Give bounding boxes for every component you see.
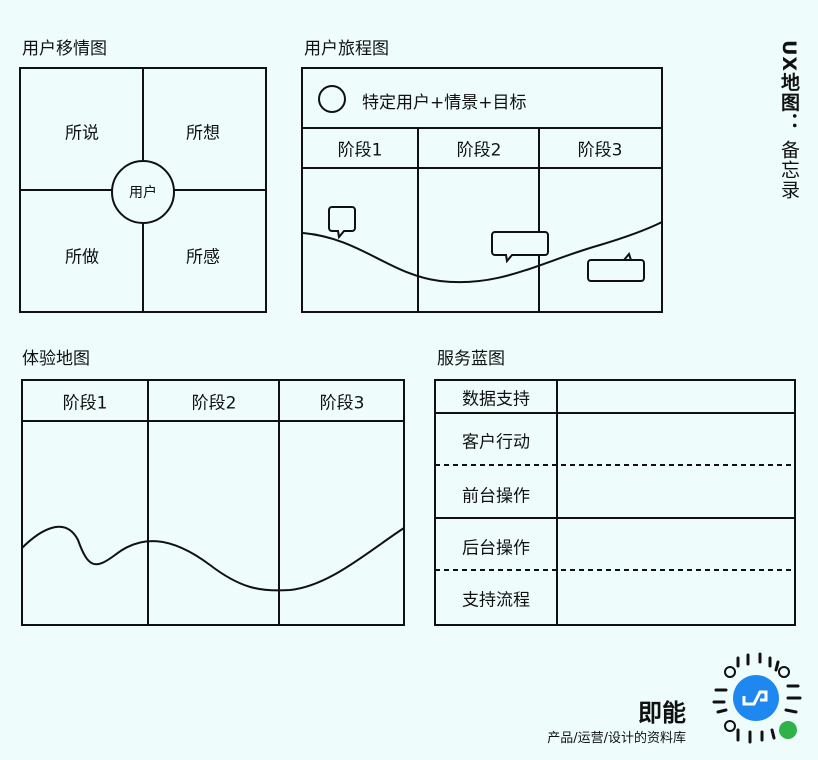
mini-program-qr-code[interactable] xyxy=(708,650,804,746)
quadrant-feel: 所感 xyxy=(186,247,220,268)
journey-stage-1: 阶段1 xyxy=(337,140,383,161)
journey-title: 用户旅程图 xyxy=(304,39,389,59)
experience-stage-1: 阶段1 xyxy=(62,393,108,414)
empathy-title: 用户移情图 xyxy=(22,39,107,59)
side-title-main: UX地图： xyxy=(778,40,800,133)
experience-box xyxy=(21,379,405,626)
persona-icon xyxy=(318,85,346,113)
comment-bubbles xyxy=(328,206,645,282)
mini-program-icon xyxy=(779,721,797,739)
brand-name: 即能 xyxy=(638,699,686,727)
side-title: UX地图： 备忘录 xyxy=(776,40,803,200)
user-label: 用户 xyxy=(129,185,157,201)
quadrant-say: 所说 xyxy=(65,123,99,144)
journey-stage-2: 阶段2 xyxy=(456,140,502,161)
blueprint-box xyxy=(434,379,796,626)
persona-label: 特定用户+情景+目标 xyxy=(362,93,527,113)
experience-title: 体验地图 xyxy=(22,349,90,369)
journey-stage-3: 阶段3 xyxy=(577,140,623,161)
blueprint-row-backstage: 后台操作 xyxy=(462,538,530,559)
journey-box xyxy=(301,67,663,313)
blueprint-row-support: 支持流程 xyxy=(462,590,530,611)
blueprint-row-data: 数据支持 xyxy=(462,389,530,410)
quadrant-do: 所做 xyxy=(65,247,99,268)
blueprint-row-frontstage: 前台操作 xyxy=(462,486,530,507)
user-circle xyxy=(111,160,175,224)
brand-tagline: 产品/运营/设计的资料库 xyxy=(547,731,686,746)
quadrant-think: 所想 xyxy=(186,123,220,144)
side-title-sub: 备忘录 xyxy=(778,140,800,201)
experience-stage-3: 阶段3 xyxy=(319,393,365,414)
journey-curve xyxy=(302,221,663,284)
blueprint-title: 服务蓝图 xyxy=(437,349,505,369)
experience-curve xyxy=(21,525,405,592)
blueprint-row-customer: 客户行动 xyxy=(462,432,530,453)
experience-stage-2: 阶段2 xyxy=(191,393,237,414)
